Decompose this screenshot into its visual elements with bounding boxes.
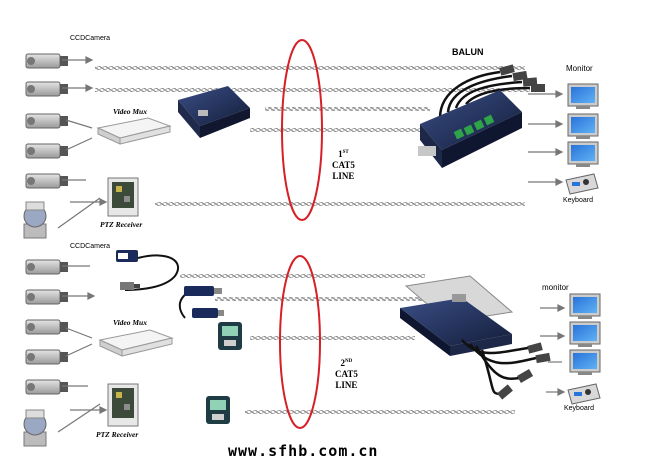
ccd-camera-icon <box>25 173 68 189</box>
monitor-label: monitor <box>542 283 569 292</box>
ccd-camera-icon <box>25 289 68 305</box>
cat5-line-text: CAT5 <box>332 160 355 170</box>
monitor-icon <box>567 141 599 167</box>
rj45-balun-icon <box>206 396 230 424</box>
cat5-cable <box>250 336 415 340</box>
cat5-line-label-bottom: 2ND CAT5 LINE <box>335 356 358 391</box>
bnc-connector-icon <box>192 308 224 318</box>
keyboard-label: Keyboard <box>563 197 593 204</box>
cat5-ordinal-suffix: ND <box>345 359 353 364</box>
ccd-camera-icon <box>25 113 68 129</box>
cat5-cable <box>265 107 430 111</box>
ccd-camera-group-top <box>23 53 68 239</box>
cat5-ordinal-suffix: ST <box>342 150 349 155</box>
cat5-ordinal: 2 <box>340 358 346 368</box>
utp-transceiver-hub-bottom <box>400 275 551 400</box>
cat5-cable <box>95 66 525 70</box>
cat5-cable <box>155 202 525 206</box>
cat5-cable <box>215 297 425 301</box>
output-arrows-bottom <box>540 304 566 396</box>
twisted-pair-cables <box>95 66 530 414</box>
bnc-connector-icon <box>184 286 222 296</box>
cat5-cable <box>95 88 530 92</box>
monitor-icon <box>569 321 601 347</box>
bnc-connector-icon <box>116 250 138 262</box>
ptz-receiver-label: PTZ Receiver <box>96 430 139 439</box>
cat5-ordinal: 1 <box>338 149 343 159</box>
rj45-balun-icon <box>218 322 242 350</box>
bnc-connector-icon <box>120 282 140 290</box>
ptz-receiver-icon <box>107 383 139 427</box>
ccd-camera-icon <box>25 379 68 395</box>
cat5-cable <box>180 274 425 278</box>
ccd-camera-icon <box>25 81 68 97</box>
video-mux-icon <box>98 329 174 357</box>
cat5-line-text: LINE <box>335 380 358 390</box>
keyboard-controller-icon <box>567 383 601 405</box>
video-mux-icon <box>96 117 172 145</box>
cat5-line-label-top: 1ST CAT5 LINE <box>332 147 355 182</box>
output-arrows-top <box>528 90 564 186</box>
monitor-icon <box>569 293 601 319</box>
keyboard-controller-icon <box>565 173 599 195</box>
cat5-cable <box>245 410 515 414</box>
video-mux-label: Video Mux <box>113 318 147 327</box>
cat5-cable <box>250 128 425 132</box>
ptz-receiver-icon <box>107 177 139 217</box>
ccd-camera-icon <box>25 319 68 335</box>
ptz-dome-camera-icon <box>23 409 47 447</box>
ccd-camera-icon <box>25 259 68 275</box>
balun-label: BALUN <box>452 47 484 57</box>
ccd-camera-icon <box>25 143 68 159</box>
cat5-line-text: CAT5 <box>335 369 358 379</box>
cat5-line-marker-ellipse <box>279 255 321 429</box>
monitor-icon <box>567 113 599 139</box>
cat5-line-text: LINE <box>332 171 355 181</box>
monitor-label: Monitor <box>566 64 593 73</box>
ccd-camera-group-bottom <box>23 259 68 447</box>
ccd-camera-icon <box>25 53 68 69</box>
monitor-icon <box>569 349 601 375</box>
signal-arrows-top <box>57 56 108 229</box>
video-mux-label: Video Mux <box>113 107 147 116</box>
monitor-icon <box>567 83 599 109</box>
signal-arrows-bottom <box>57 265 108 433</box>
ptz-dome-camera-icon <box>23 201 47 239</box>
balun-transceiver-small-icon <box>178 86 250 138</box>
keyboard-label: Keyboard <box>564 405 594 412</box>
website-watermark: www.sfhb.com.cn <box>228 442 379 460</box>
ccd-camera-label: CCDCamera <box>70 243 111 250</box>
ccd-camera-label: CCDCamera <box>70 35 111 42</box>
ptz-receiver-label: PTZ Receiver <box>100 220 143 229</box>
balun-hub-top <box>418 64 545 168</box>
ccd-camera-icon <box>25 349 68 365</box>
cat5-line-marker-ellipse <box>281 39 323 221</box>
